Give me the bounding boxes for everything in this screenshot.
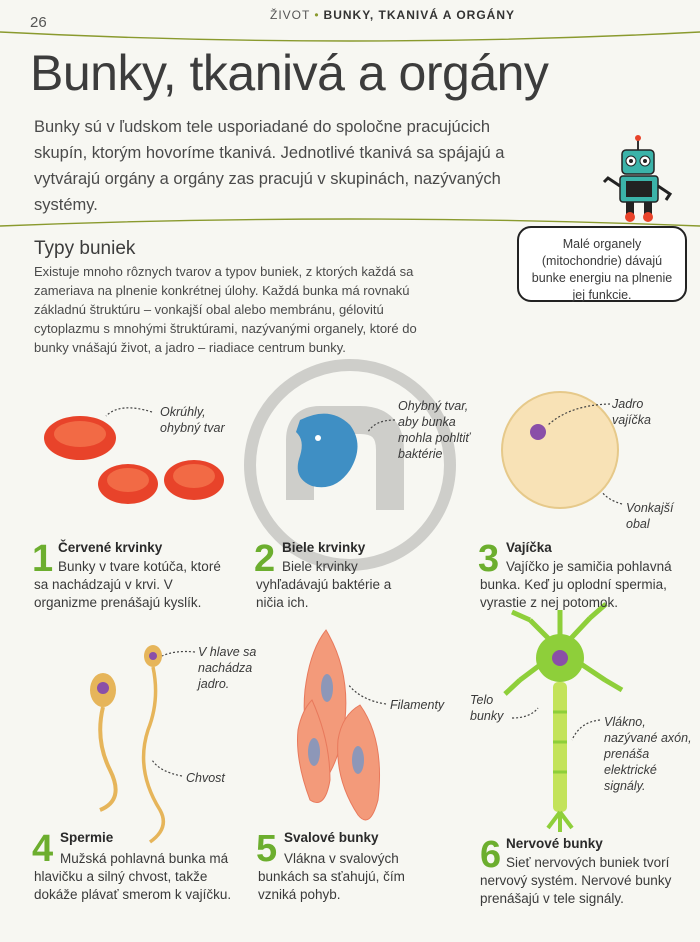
number-6: 6 xyxy=(480,834,502,876)
caption-text-red-blood-cells: Bunky v tvare kotúča, ktoré sa nachádzaj… xyxy=(34,559,221,610)
number-3: 3 xyxy=(478,538,500,580)
egg-cell-illustration xyxy=(501,391,623,509)
number-1: 1 xyxy=(32,538,54,580)
intro-paragraph: Bunky sú v ľudskom tele usporiadané do s… xyxy=(34,118,505,214)
label-sperm-tail: Chvost xyxy=(186,771,225,785)
sperm-cells-illustration xyxy=(90,645,196,844)
white-blood-cell-illustration xyxy=(296,413,396,488)
number-5: 5 xyxy=(256,828,278,870)
label-red-cell-shape: Okrúhly, ohybný tvar xyxy=(160,405,225,435)
caption-text-muscle-cells: Vlákna v svalových bunkách sa sťahujú, č… xyxy=(258,851,405,902)
number-2: 2 xyxy=(254,538,276,580)
caption-text-white-blood-cells: Biele krvinky vyhľadávajú baktérie a nič… xyxy=(256,559,392,610)
red-blood-cells-illustration xyxy=(44,407,224,504)
label-egg-nucleus: Jadro vajíčka xyxy=(612,397,651,427)
robot-icon xyxy=(602,135,673,222)
caption-title-nerve-cells: Nervové bunky xyxy=(506,836,603,851)
caption-text-nerve-cells: Sieť nervových buniek tvorí nervový syst… xyxy=(480,855,672,906)
label-white-cell-shape: Ohybný tvar, aby bunka mohla pohltiť bak… xyxy=(398,399,470,461)
muscle-cells-illustration xyxy=(297,629,387,821)
caption-title-muscle-cells: Svalové bunky xyxy=(284,830,379,845)
number-4: 4 xyxy=(32,828,54,870)
caption-title-red-blood-cells: Červené krvinky xyxy=(58,540,163,555)
caption-title-egg-cells: Vajíčka xyxy=(506,540,552,555)
separator-dot: • xyxy=(314,8,320,22)
caption-title-sperm: Spermie xyxy=(60,830,114,845)
label-axon: Vlákno, nazývané axón, prenáša elektrick… xyxy=(604,715,692,793)
page-number: 26 xyxy=(30,14,47,31)
section-paragraph: Existuje mnoho rôznych tvarov a typov bu… xyxy=(34,264,417,355)
caption-text-egg-cells: Vajíčko je samičia pohlavná bunka. Keď j… xyxy=(480,559,672,610)
header-curve-divider xyxy=(0,31,700,42)
label-sperm-nucleus: V hlave sa nachádza jadro. xyxy=(198,645,257,691)
caption-title-white-blood-cells: Biele krvinky xyxy=(282,540,366,555)
neuron-illustration xyxy=(503,602,624,832)
note-box: Malé organely (mitochondrie) dávajú bunk… xyxy=(517,226,687,302)
section-curve-divider xyxy=(0,218,700,227)
label-egg-membrane: Vonkajší obal xyxy=(626,501,674,531)
running-section: ŽIVOT xyxy=(270,8,311,22)
section-title: Typy buniek xyxy=(34,238,136,259)
running-title: BUNKY, TKANIVÁ A ORGÁNY xyxy=(323,8,515,22)
running-header: ŽIVOT•BUNKY, TKANIVÁ A ORGÁNY xyxy=(270,8,515,22)
caption-text-sperm: Mužská pohlavná bunka má hlavičku a siln… xyxy=(34,851,232,902)
page-title: Bunky, tkanivá a orgány xyxy=(30,45,549,101)
label-cell-body: Telo bunky xyxy=(470,693,504,723)
label-filaments: Filamenty xyxy=(390,698,445,712)
